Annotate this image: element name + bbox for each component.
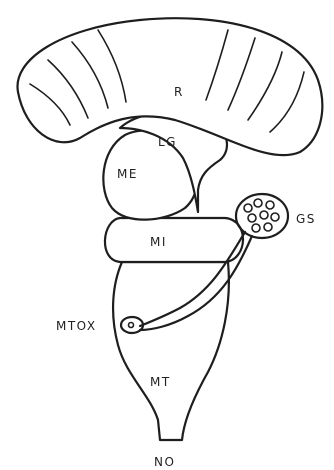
mt-region <box>113 262 229 440</box>
gs-ganglion <box>236 194 288 238</box>
label-gs: GS <box>296 212 316 226</box>
mi-region <box>105 218 243 262</box>
label-me: ME <box>117 167 138 181</box>
label-no: NO <box>154 455 175 469</box>
label-mi: MI <box>150 235 167 249</box>
label-lg: LG <box>158 135 177 149</box>
label-mt: MT <box>150 375 171 389</box>
label-mtox: MTOX <box>56 319 97 333</box>
label-r: R <box>174 85 184 99</box>
